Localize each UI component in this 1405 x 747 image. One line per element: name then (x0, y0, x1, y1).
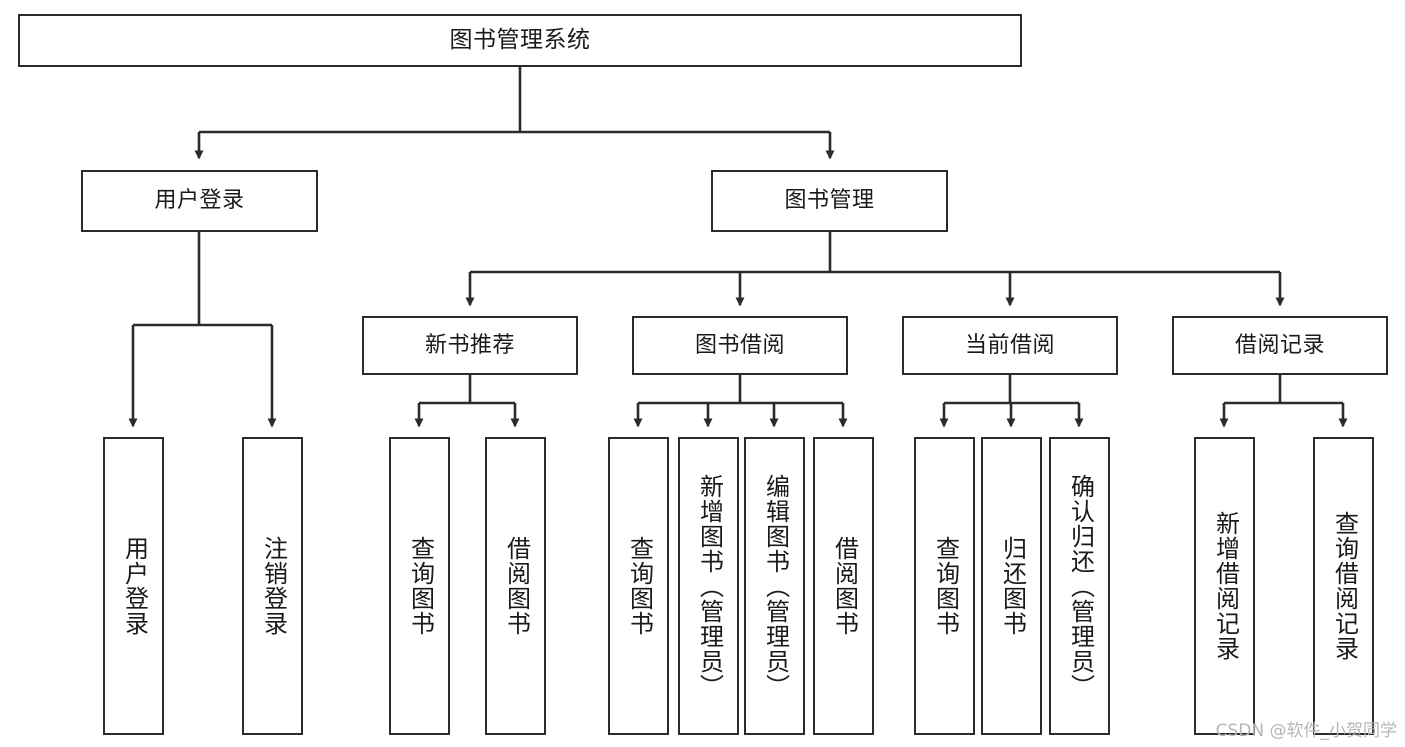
node-label: 新增图书（管理员） (695, 473, 724, 699)
node-label: 查询图书 (625, 536, 654, 636)
node-borrowing-record[interactable]: 借阅记录 (1172, 316, 1388, 375)
node-label: 图书管理系统 (449, 27, 591, 54)
node-label: 当前借阅 (964, 332, 1055, 358)
node-label: 确认归还（管理员） (1066, 473, 1095, 699)
csdn-watermark: CSDN @软件_小贺同学 (1215, 721, 1397, 741)
node-leaf-confirm-return-admin[interactable]: 确认归还（管理员） (1049, 437, 1110, 735)
node-label: 借阅记录 (1234, 332, 1325, 358)
node-leaf-add-book-admin[interactable]: 新增图书（管理员） (678, 437, 739, 735)
node-leaf-user-login[interactable]: 用户登录 (103, 437, 164, 735)
node-leaf-return-book[interactable]: 归还图书 (981, 437, 1042, 735)
node-leaf-add-borrow-record[interactable]: 新增借阅记录 (1194, 437, 1255, 735)
node-label: 新书推荐 (424, 332, 515, 358)
node-leaf-edit-book-admin[interactable]: 编辑图书（管理员） (744, 437, 805, 735)
node-label: 查询图书 (406, 536, 435, 636)
node-root-library-management-system[interactable]: 图书管理系统 (18, 14, 1022, 67)
node-label: 查询图书 (931, 536, 960, 636)
node-leaf-borrow-book[interactable]: 借阅图书 (813, 437, 874, 735)
node-leaf-borrow-book-recommend[interactable]: 借阅图书 (485, 437, 546, 735)
node-leaf-query-book-recommend[interactable]: 查询图书 (389, 437, 450, 735)
node-current-borrowing[interactable]: 当前借阅 (902, 316, 1118, 375)
node-label: 注销登录 (259, 536, 288, 636)
node-label: 用户登录 (120, 536, 149, 636)
node-label: 图书管理 (784, 188, 875, 214)
node-leaf-logout[interactable]: 注销登录 (242, 437, 303, 735)
node-label: 图书借阅 (694, 332, 785, 358)
node-leaf-query-book-borrow[interactable]: 查询图书 (608, 437, 669, 735)
node-label: 用户登录 (154, 188, 245, 214)
node-book-borrowing[interactable]: 图书借阅 (632, 316, 848, 375)
node-leaf-query-borrow-record[interactable]: 查询借阅记录 (1313, 437, 1374, 735)
node-user-login[interactable]: 用户登录 (81, 170, 318, 232)
node-label: 借阅图书 (830, 536, 859, 636)
node-label: 借阅图书 (502, 536, 531, 636)
node-label: 归还图书 (998, 536, 1027, 636)
node-book-management[interactable]: 图书管理 (711, 170, 948, 232)
node-new-book-recommendation[interactable]: 新书推荐 (362, 316, 578, 375)
node-label: 编辑图书（管理员） (761, 473, 790, 699)
node-label: 新增借阅记录 (1211, 511, 1240, 661)
node-label: 查询借阅记录 (1330, 511, 1359, 661)
node-leaf-query-book-current[interactable]: 查询图书 (914, 437, 975, 735)
